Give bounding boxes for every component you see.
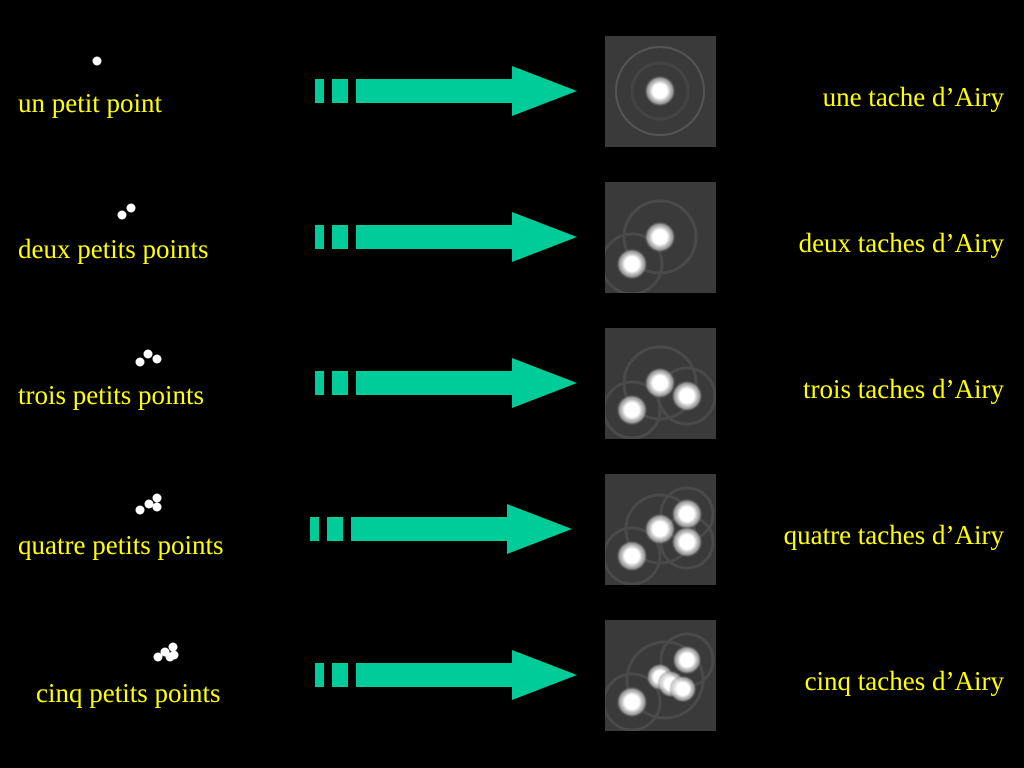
airy-pattern-image — [605, 474, 716, 585]
airy-pattern-image — [605, 182, 716, 293]
right-label: une tache d’Airy — [822, 82, 1004, 112]
right-label: cinq taches d’Airy — [804, 666, 1004, 696]
airy-pattern-image — [605, 620, 716, 731]
arrow-icon — [315, 212, 577, 262]
points-icon — [135, 349, 162, 367]
airy-pattern-image — [605, 328, 716, 439]
arrow-icon — [310, 504, 572, 554]
right-label: quatre taches d’Airy — [783, 520, 1004, 550]
points-icon — [117, 203, 136, 220]
arrow-icon — [315, 358, 577, 408]
left-label: un petit point — [18, 88, 162, 118]
left-label: trois petits points — [18, 380, 205, 410]
row-5: cinq petits points cinq taches d’Airy — [0, 584, 1024, 731]
row-3: trois petits points trois taches d’Airy — [0, 292, 1024, 439]
arrow-icon — [315, 650, 577, 700]
row-4: quatre petits points quatre taches d’Air… — [0, 438, 1024, 585]
points-icon — [153, 642, 179, 662]
left-label: deux petits points — [18, 234, 209, 264]
airy-pattern-image — [605, 36, 716, 147]
left-label: cinq petits points — [36, 678, 221, 708]
point-icon — [92, 56, 102, 66]
points-icon — [135, 493, 162, 515]
row-1: un petit point une tache d’Airy — [0, 0, 1024, 147]
arrow-icon — [315, 66, 577, 116]
right-label: deux taches d’Airy — [798, 228, 1004, 258]
left-label: quatre petits points — [18, 530, 224, 560]
row-2: deux petits points deux taches d’Airy — [0, 146, 1024, 293]
right-label: trois taches d’Airy — [803, 374, 1004, 404]
